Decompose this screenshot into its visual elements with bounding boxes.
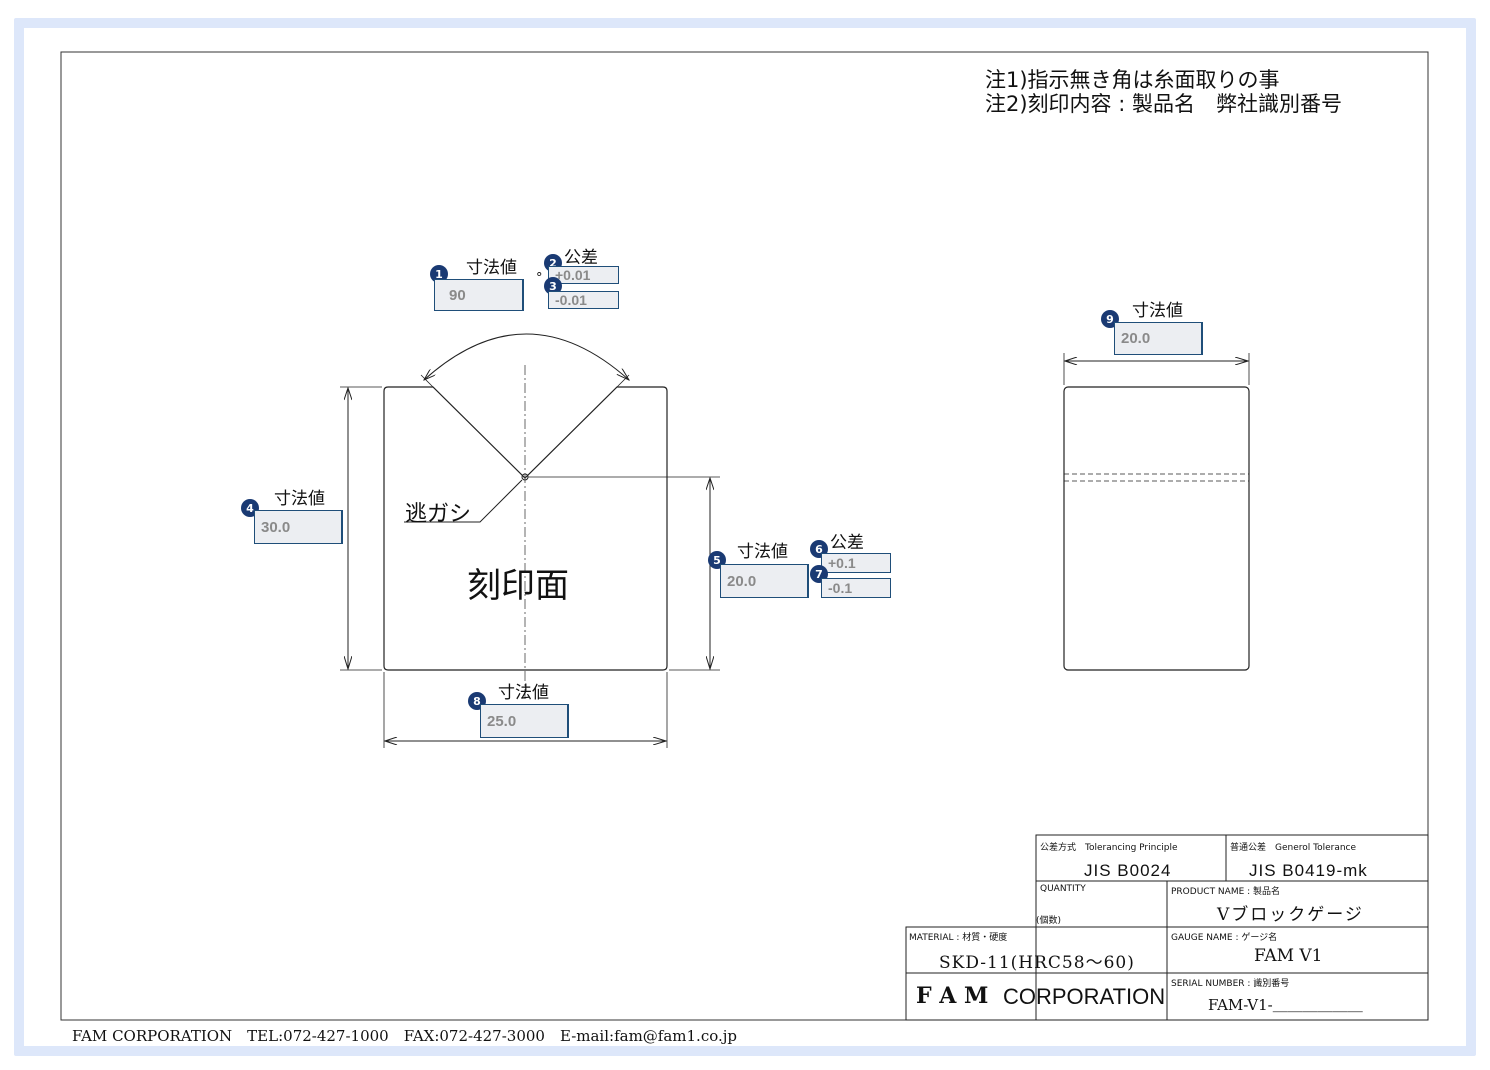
serial-number-label: SERIAL NUMBER : 識別番号 (1171, 979, 1290, 989)
height-input[interactable]: 30.0 (254, 510, 343, 544)
height-dim-label: 寸法値 (274, 489, 325, 509)
angle-extension-right (616, 374, 630, 388)
angle-dim-label: 寸法値 (466, 258, 517, 278)
engraving-face-label: 刻印面 (467, 566, 569, 606)
v-block-side-outline (1063, 386, 1250, 671)
v-block-front-outline (383, 386, 668, 671)
angle-tol-minus-input[interactable]: -0.01 (548, 291, 619, 309)
note-2: 注2)刻印内容 : 製品名 弊社識別番号 (985, 92, 1342, 116)
angle-tol-label: 公差 (564, 248, 598, 268)
degree-symbol: ° (536, 271, 543, 286)
gauge-name-value: FAM V1 (1254, 946, 1323, 966)
relief-label: 逃ガシ (405, 502, 472, 527)
width-input[interactable]: 25.0 (480, 704, 569, 738)
product-name-value: Vブロックゲージ (1217, 905, 1364, 925)
tolerancing-principle-label: 公差方式 Tolerancing Principle (1040, 843, 1178, 853)
thickness-input[interactable]: 20.0 (1114, 322, 1203, 355)
depth-input[interactable]: 20.0 (720, 564, 809, 598)
quantity-label: QUANTITY (1040, 884, 1086, 894)
gauge-name-label: GAUGE NAME : ゲージ名 (1171, 933, 1278, 943)
technical-drawing (60, 51, 1429, 1021)
badge-3: 3 (544, 277, 562, 295)
quantity-unit: (個数) (1036, 916, 1062, 926)
angle-input[interactable]: 90 (434, 279, 524, 311)
product-name-label: PRODUCT NAME : 製品名 (1171, 887, 1281, 897)
depth-dim-label: 寸法値 (737, 542, 788, 562)
depth-tol-plus-input[interactable]: +0.1 (821, 553, 891, 573)
angle-tol-plus-input[interactable]: +0.01 (548, 266, 619, 284)
depth-tol-minus-input[interactable]: -0.1 (821, 578, 891, 598)
width-dim-label: 寸法値 (498, 683, 549, 703)
depth-tol-label: 公差 (830, 533, 864, 553)
material-label: MATERIAL : 材質・硬度 (909, 933, 1008, 943)
relief-leader (404, 479, 523, 523)
general-tolerance-value: JIS B0419-mk (1249, 861, 1368, 880)
company-logo-bold: F A M (916, 983, 989, 1009)
thickness-dim-label: 寸法値 (1132, 301, 1183, 321)
note-1: 注1)指示無き角は糸面取りの事 (985, 68, 1280, 92)
general-tolerance-label: 普通公差 Generol Tolerance (1230, 843, 1357, 853)
material-value: SKD-11(HRC58～60) (939, 953, 1135, 973)
company-logo-rest: CORPORATION (1003, 984, 1166, 1009)
tolerancing-principle-value: JIS B0024 (1084, 861, 1172, 880)
title-block-grid (905, 834, 1429, 1021)
drawing-sheet: 注1)指示無き角は糸面取りの事 注2)刻印内容 : 製品名 弊社識別番号 寸法値… (24, 28, 1466, 1046)
badge-1: 1 (430, 265, 448, 283)
serial-number-value: FAM-V1-＿＿＿＿＿＿ (1208, 996, 1363, 1014)
drawing-border (60, 51, 1429, 1021)
footer-contact: FAM CORPORATION TEL:072-427-1000 FAX:072… (72, 1027, 738, 1045)
angle-dimension-arc (424, 333, 629, 380)
